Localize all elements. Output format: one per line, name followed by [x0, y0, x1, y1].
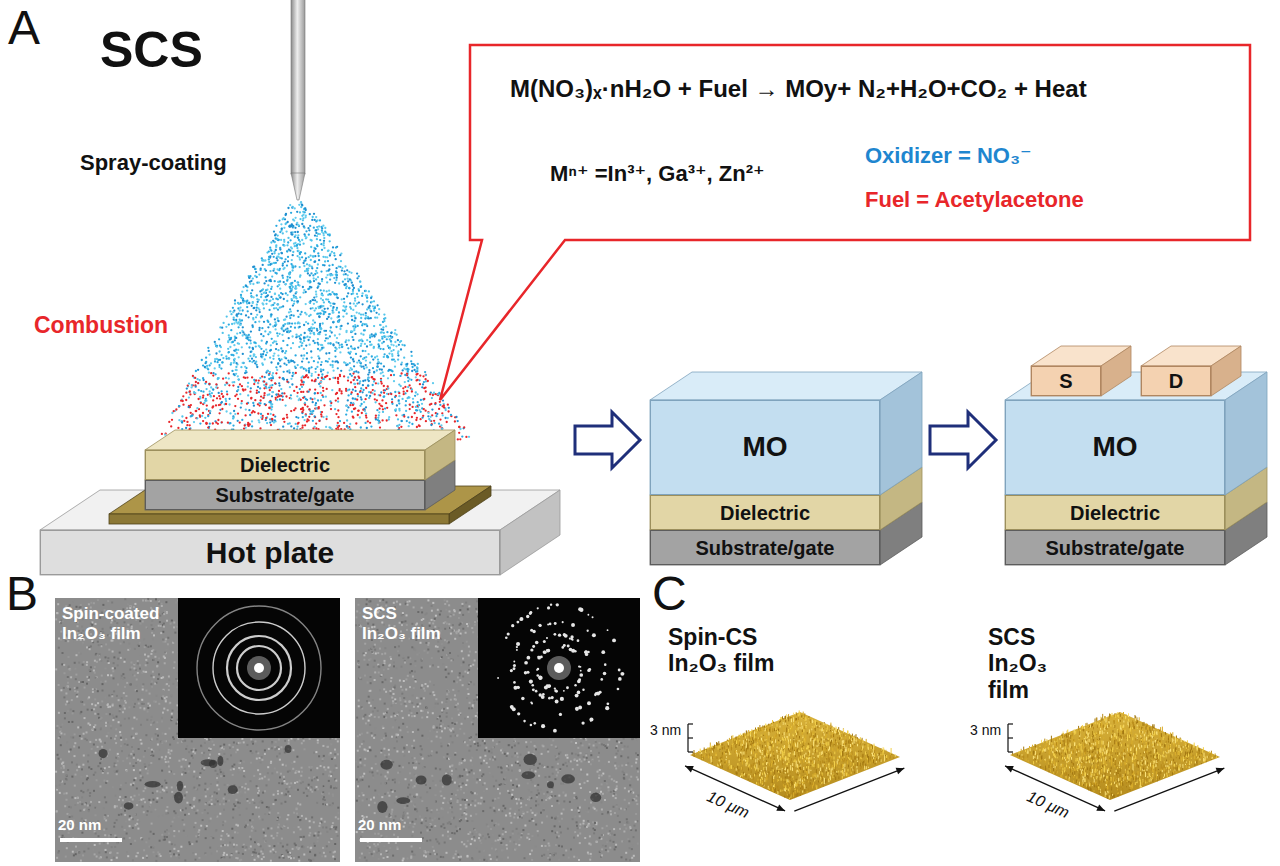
- figure-stage: M(NO₃)ₓ·nH₂O + Fuel → MOy+ N₂+H₂O+CO₂ + …: [0, 0, 1280, 866]
